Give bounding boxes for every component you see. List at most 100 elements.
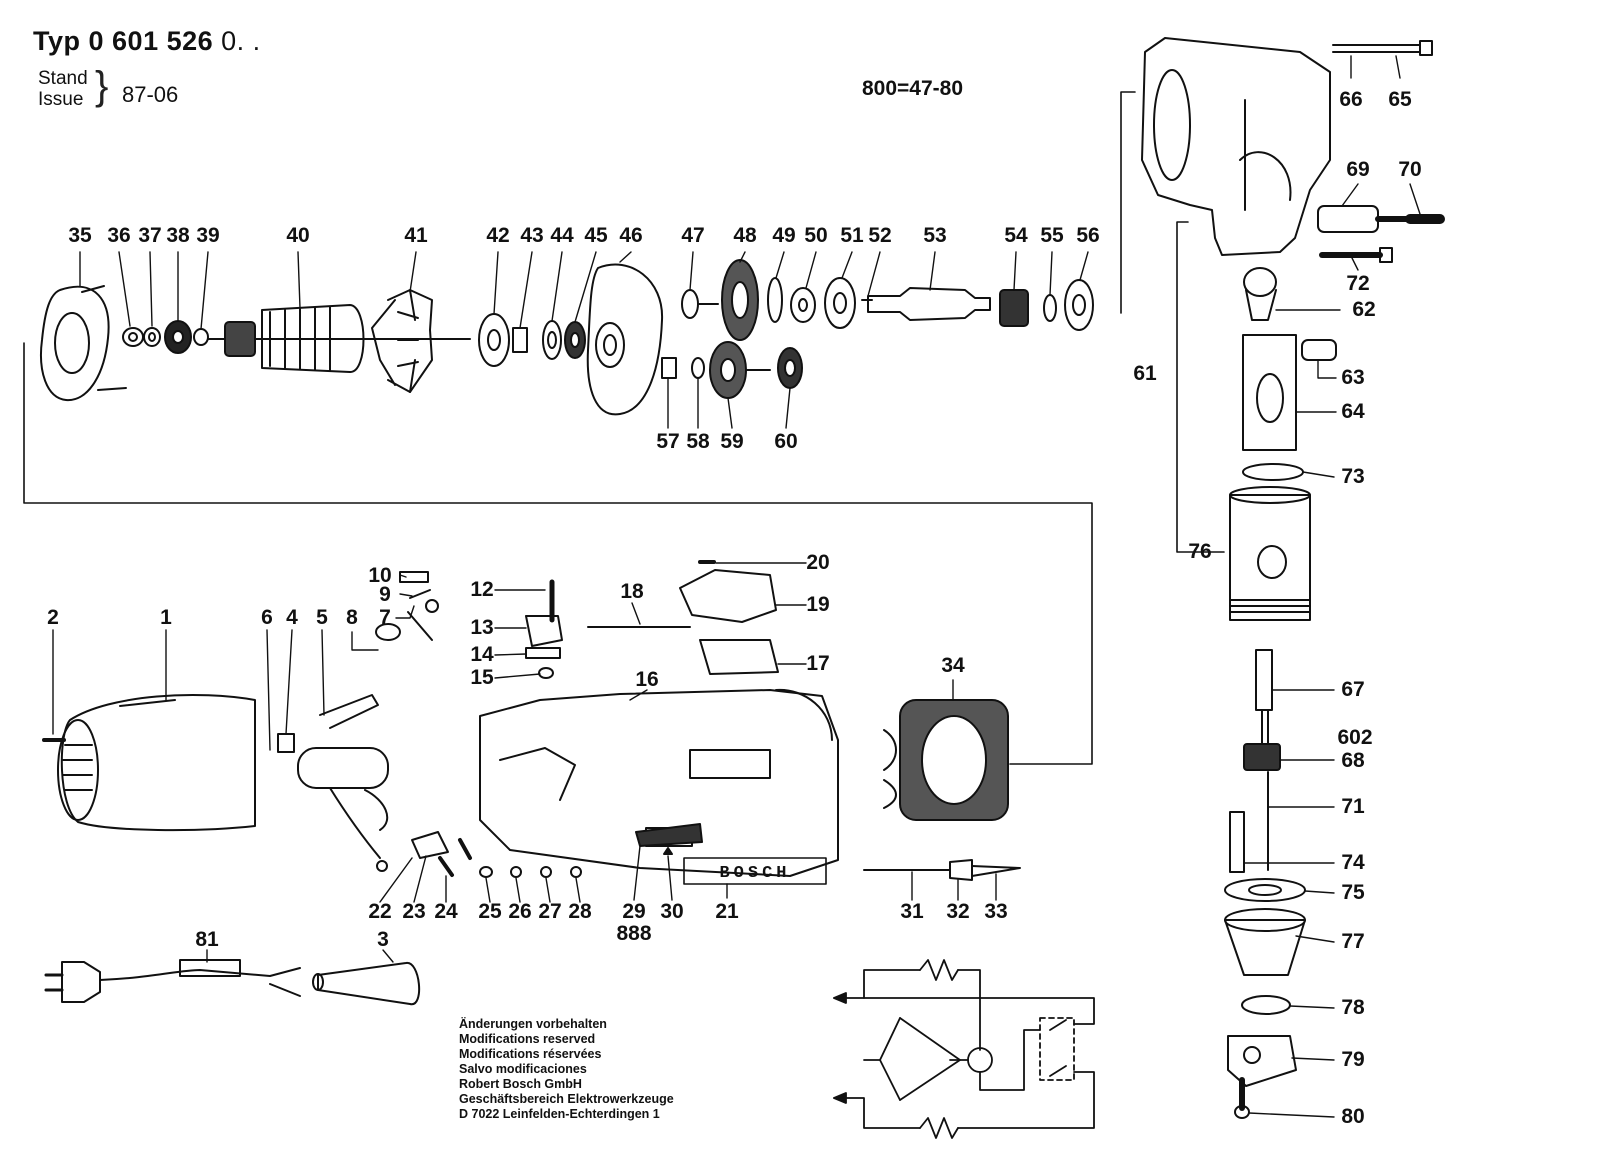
part-number-label: 14: [470, 643, 494, 666]
part-number-label: 13: [470, 616, 493, 639]
part-number-label: 5: [316, 606, 328, 629]
part-number-label: 46: [619, 224, 642, 247]
part-number-label: 74: [1341, 851, 1365, 874]
part-number-label: 63: [1341, 366, 1364, 389]
part-number-label: 3: [377, 928, 389, 951]
motor-housing-cap-part: [57, 694, 256, 832]
part-number-label: 19: [806, 593, 829, 616]
note-line: Geschäftsbereich Elektrowerkzeuge: [459, 1092, 674, 1106]
part-number-label: 71: [1341, 795, 1365, 818]
part-number-label: 58: [686, 430, 710, 453]
part-number-label: 80: [1341, 1105, 1364, 1128]
cable-31-33: [863, 859, 1021, 881]
part-number-label: 16: [635, 668, 658, 691]
part-number-label: 62: [1352, 298, 1375, 321]
screw-65-66: [1332, 40, 1433, 56]
part-number-label: 73: [1341, 465, 1364, 488]
part-number-label: 54: [1004, 224, 1028, 247]
part-number-label: 8: [346, 606, 358, 629]
part-number-label: 53: [923, 224, 946, 247]
part-number-label: 79: [1341, 1048, 1364, 1071]
part-number-label: 20: [806, 551, 829, 574]
part-number-label: 60: [774, 430, 797, 453]
part-number-label: 23: [402, 900, 425, 923]
part-number-label: 21: [715, 900, 739, 923]
part-number-label: 81: [195, 928, 219, 951]
note-line: Modifications reserved: [459, 1032, 596, 1046]
part-number-label: 9: [379, 583, 391, 606]
part-number-label: 6: [261, 606, 273, 629]
washers-and-bearing-group: [122, 320, 209, 354]
nut-68: [1243, 743, 1281, 771]
part-number-label: 12: [470, 578, 493, 601]
part-number-label: 64: [1341, 400, 1365, 423]
part-number-label: 36: [107, 224, 130, 247]
spindle-shaft-part: [867, 287, 991, 321]
gear-housing-plate-part: [586, 263, 664, 416]
part-number-label: 48: [733, 224, 757, 247]
type-number: 0 601 526: [88, 26, 214, 56]
type-heading: Typ 0 601 526 0. .: [33, 26, 261, 57]
pin-69-70: [1317, 205, 1445, 233]
part-number-label: 41: [404, 224, 428, 247]
part-number-label: 65: [1388, 88, 1412, 111]
punch-67: [1255, 649, 1273, 745]
wiring-schematic: [833, 959, 1095, 1139]
part-number-label: 888: [616, 922, 651, 945]
part-number-label: 22: [368, 900, 391, 923]
brush-parts-7-10: [375, 571, 439, 641]
screw-80: [1234, 1077, 1250, 1119]
part-number-label: 17: [806, 652, 829, 675]
part-number-label: 66: [1339, 88, 1362, 111]
pin-63: [1301, 339, 1337, 361]
part-number-label: 70: [1398, 158, 1421, 181]
switch-parts: [587, 560, 779, 675]
part-number-label: 25: [478, 900, 502, 923]
part-number-label: 47: [681, 224, 704, 247]
type-suffix: 0. .: [221, 26, 261, 56]
part-number-label: 26: [508, 900, 531, 923]
part-number-label: 602: [1337, 726, 1372, 749]
part-number-label: 30: [660, 900, 683, 923]
fan-part: [371, 289, 433, 393]
part-number-label: 34: [941, 654, 965, 677]
part-number-label: 4: [286, 606, 298, 629]
vent-grille-29-30: [635, 823, 703, 855]
bearing-group-42-45: [478, 313, 586, 367]
part-number-label: 42: [486, 224, 509, 247]
power-cord-part: [44, 959, 301, 1003]
part-number-label: 61: [1133, 362, 1157, 385]
part-number-label: 50: [804, 224, 827, 247]
part-number-label: 1: [160, 606, 172, 629]
part-number-label: 35: [68, 224, 92, 247]
gear-head-housing-part: [1141, 37, 1331, 256]
part-number-label: 76: [1188, 540, 1211, 563]
screw-72: [1319, 247, 1393, 263]
brush-holder-parts: [525, 579, 563, 679]
ring-73: [1242, 463, 1304, 481]
stand-issue-labels: Stand Issue: [38, 68, 88, 110]
part-number-label: 29: [622, 900, 645, 923]
part-number-label: 27: [538, 900, 561, 923]
part-number-label: 43: [520, 224, 543, 247]
cable-sleeve-part: [312, 962, 421, 1006]
die-holder-79: [1227, 1035, 1297, 1087]
reference-code: 800=47-80: [862, 77, 964, 100]
note-line: D 7022 Leinfelden-Echterdingen 1: [459, 1107, 660, 1121]
part-number-label: 55: [1040, 224, 1064, 247]
part-number-label: 32: [946, 900, 969, 923]
part-number-label: 15: [470, 666, 494, 689]
motor-housing-part: [479, 688, 839, 877]
part-number-label: 2: [47, 606, 59, 629]
type-prefix: Typ: [33, 26, 81, 56]
die-77: [1224, 908, 1306, 976]
part-number-label: 31: [900, 900, 924, 923]
part-number-label: 51: [840, 224, 864, 247]
part-number-label: 67: [1341, 678, 1364, 701]
cable-clamp-parts: [411, 831, 472, 877]
pins-71-74: [1229, 771, 1269, 873]
part-number-label: 7: [379, 606, 391, 629]
gear-train-lower: [661, 341, 803, 399]
